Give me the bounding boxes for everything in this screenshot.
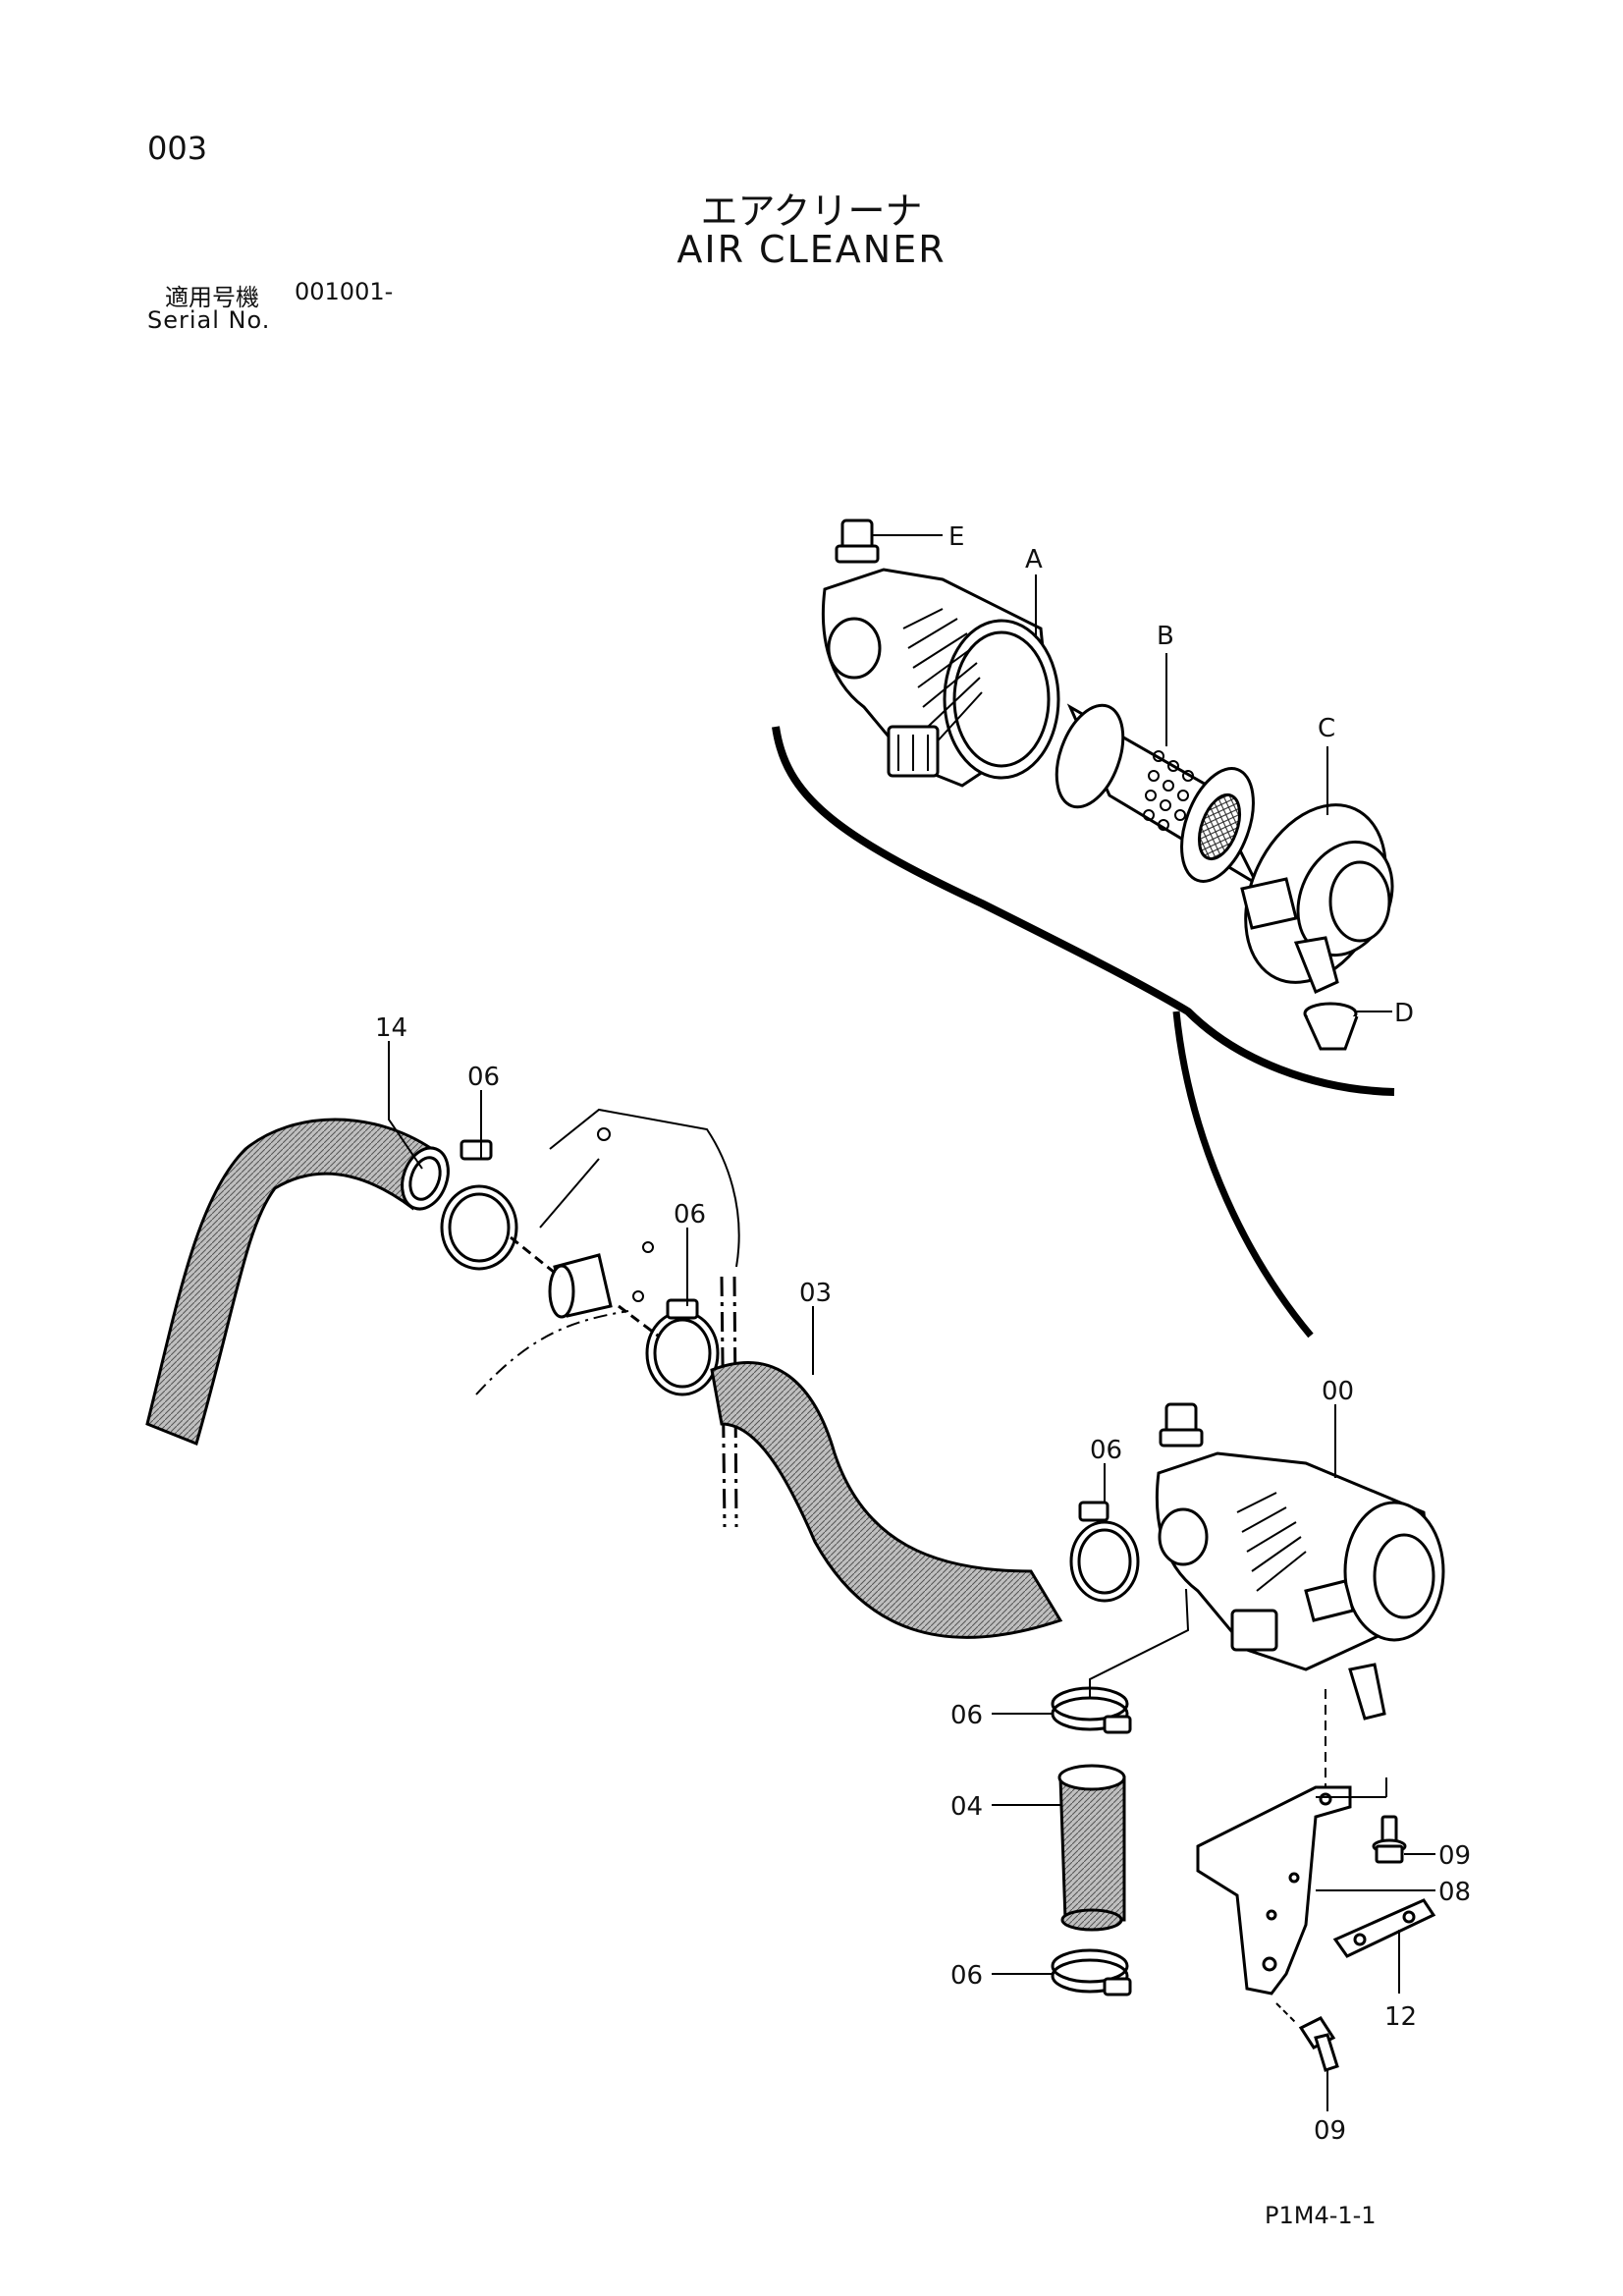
page-title-japanese: エアクリーナ: [700, 190, 923, 233]
callout-06-upper-left: 06: [467, 1063, 500, 1092]
page-title-english: AIR CLEANER: [676, 228, 947, 271]
bolt-09-upper: [1372, 1815, 1407, 1864]
callout-d: D: [1394, 999, 1414, 1028]
callout-a: A: [1025, 545, 1043, 574]
filter-element-b: [1055, 703, 1261, 888]
cover-c: [1240, 803, 1394, 995]
figure-code: P1M4-1-1: [1265, 2202, 1377, 2229]
callout-06-lower-bottom: 06: [950, 1961, 983, 1991]
serial-label-japanese: 適用号機: [165, 284, 259, 311]
air-cleaner-assembly-00: [1155, 1402, 1445, 1721]
leader-line-assembly: [1089, 1588, 1190, 1699]
upper-bracket: [539, 1108, 740, 1302]
page-number: 003: [147, 130, 208, 167]
callout-00: 00: [1322, 1377, 1354, 1406]
plate-12: [1332, 1898, 1436, 1958]
machine-outline: [475, 726, 1395, 1528]
serial-label-english: Serial No.: [147, 306, 271, 334]
hose-14: [145, 1118, 450, 1447]
callout-06-middle: 06: [1090, 1436, 1122, 1465]
air-cleaner-housing-a: [821, 519, 1060, 788]
hose-clamp-lower-top: [1051, 1686, 1132, 1734]
hose-04: [1057, 1764, 1126, 1932]
callout-c: C: [1318, 714, 1335, 743]
bolt-09-lower: [1275, 2002, 1339, 2072]
connector-pipe: [510, 1235, 659, 1338]
callout-08: 08: [1438, 1878, 1471, 1907]
hose-clamp-upper-right: [645, 1298, 720, 1396]
callout-e: E: [948, 522, 964, 552]
callout-03: 03: [799, 1279, 832, 1308]
valve-d: [1303, 1002, 1359, 1051]
callout-04: 04: [950, 1792, 983, 1822]
callout-leader-lines: [388, 534, 1435, 2111]
hose-clamp-upper-left: [440, 1139, 518, 1271]
callout-06-upper-right: 06: [674, 1200, 706, 1230]
hose-clamp-lower-bottom: [1051, 1948, 1132, 1996]
bracket-08: [1196, 1689, 1387, 1995]
callout-09-lower: 09: [1314, 2116, 1346, 2146]
hose-03: [710, 1361, 1063, 1639]
callout-b: B: [1157, 622, 1174, 651]
callout-06-lower-top: 06: [950, 1701, 983, 1730]
callout-14: 14: [375, 1013, 407, 1043]
serial-number-value: 001001-: [295, 278, 394, 305]
callout-12: 12: [1384, 2002, 1417, 2032]
callout-09-upper: 09: [1438, 1841, 1471, 1871]
hose-clamp-middle: [1069, 1501, 1140, 1603]
